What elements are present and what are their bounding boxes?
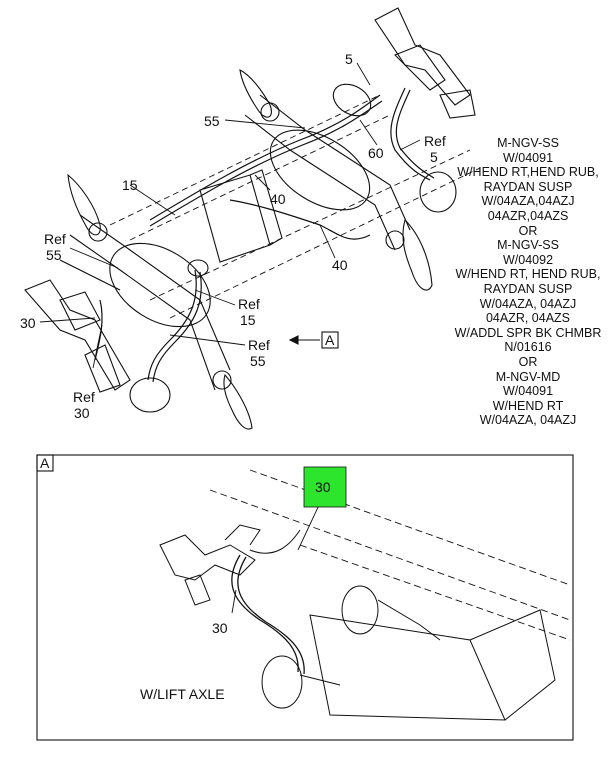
callout-ref15-label: Ref	[238, 296, 260, 312]
note-line: W/HEND RT,HEND RUB,	[457, 165, 599, 180]
callout-ref-5: 5	[430, 149, 438, 165]
callout-ref30-number: 30	[74, 405, 90, 421]
callout-ref55-number: 55	[250, 353, 266, 369]
center-crossmember	[199, 169, 283, 263]
note-line: W/HEND RT	[492, 398, 564, 413]
lift-axle-caption: W/LIFT AXLE	[140, 686, 225, 702]
detail-view-a: A	[36, 454, 574, 741]
callout-leaders	[39, 62, 421, 369]
callout-left-ref-label: Ref	[44, 231, 66, 247]
note-line: W/04AZA, 04AZJ	[479, 296, 577, 311]
view-arrow	[288, 331, 339, 349]
callout-ref30-label: Ref	[73, 389, 95, 405]
main-callout-labels: 5 60 Ref 5 55 15 40 40 Ref 55 30 Ref 30 …	[20, 51, 446, 421]
note-line: OR	[518, 354, 538, 369]
note-line: M-NGV-MD	[495, 369, 561, 384]
note-line: W/HEND RT, HEND RUB,	[455, 267, 601, 282]
note-line: OR	[518, 223, 538, 238]
note-line: 04AZR, 04AZS	[485, 311, 571, 326]
forward-axle-housing	[67, 173, 253, 430]
highlighted-callout-box[interactable]	[303, 466, 347, 508]
detail-view-letter: A	[40, 455, 50, 471]
callout-40-upper: 40	[270, 191, 286, 207]
main-assembly-illustration	[24, 7, 481, 430]
highlighted-callout-30[interactable]: 30	[315, 479, 331, 495]
note-line: 04AZR,04AZS	[487, 208, 569, 223]
note-line: W/ADDL SPR BK CHMBR	[454, 325, 602, 340]
callout-15: 15	[122, 177, 138, 193]
detail-hose-callout-30: 30	[212, 620, 228, 636]
callout-55: 55	[204, 113, 220, 129]
brake-chamber-lower	[129, 259, 209, 413]
view-arrow-label: A	[325, 332, 335, 348]
detail-illustration	[159, 469, 571, 721]
note-line: W/04AZA, 04AZJ	[479, 413, 577, 428]
rear-axle-housing	[239, 69, 433, 291]
upper-right-hanger-bracket	[374, 7, 476, 119]
detail-frame	[36, 454, 574, 741]
note-line: N/01616	[504, 340, 552, 355]
frame-rail-dashed	[109, 94, 481, 319]
note-line: W/04091	[502, 384, 554, 399]
note-line: W/04091	[502, 150, 554, 165]
callout-ref15-number: 15	[240, 312, 256, 328]
callout-5: 5	[345, 51, 353, 67]
note-line: W/04092	[502, 252, 554, 267]
callout-left-55: 55	[46, 247, 62, 263]
detail-view-tag	[36, 454, 54, 472]
note-line: W/04AZA,04AZJ	[481, 194, 575, 209]
note-line: RAYDAN SUSP	[483, 281, 573, 296]
note-line: RAYDAN SUSP	[483, 179, 573, 194]
note-line: M-NGV-SS	[497, 238, 559, 253]
air-hose-lines	[59, 87, 435, 383]
callout-40-lower: 40	[332, 257, 348, 273]
callout-ref-label: Ref	[424, 133, 446, 149]
callout-60: 60	[368, 145, 384, 161]
lower-left-hanger-bracket	[24, 279, 131, 393]
callout-ref55-label: Ref	[248, 337, 270, 353]
note-line: M-NGV-SS	[497, 136, 559, 150]
callout-left-30: 30	[20, 315, 36, 331]
